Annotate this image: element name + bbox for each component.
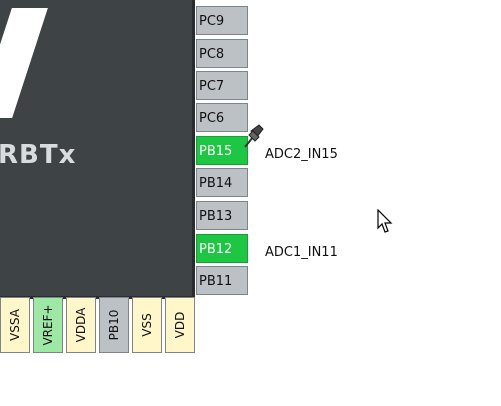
pin-label: PC6 [199,111,225,126]
pin-label: PC7 [199,79,225,94]
pin-label: VSSA [8,309,22,341]
pin-pc9[interactable]: PC9 [196,6,248,35]
pin-pc8[interactable]: PC8 [196,39,248,68]
signal-label-pb15: ADC2_IN15 [265,147,338,162]
pin-pb12[interactable]: PB12 [196,234,248,263]
pin-label: PB12 [199,242,233,257]
pin-label: PC8 [199,47,225,62]
pin-label: PB14 [199,176,233,191]
chip-part-name: RBTx [0,140,77,170]
pin-vref-plus[interactable]: VREF+ [33,297,63,353]
pin-label: PC9 [199,14,225,29]
pin-label: PB10 [107,309,121,341]
pushpin-icon[interactable] [242,122,266,150]
chip-logo-mark [0,8,48,118]
pin-pb15[interactable]: PB15 [196,136,248,165]
pin-vssa[interactable]: VSSA [0,297,30,353]
pin-pb11[interactable]: PB11 [196,266,248,295]
pin-vdd[interactable]: VDD [165,297,195,353]
pin-label: VSS [140,313,154,337]
signal-label-pb12: ADC1_IN11 [265,245,338,260]
pin-label: VDDA [74,307,88,343]
pin-pc7[interactable]: PC7 [196,71,248,100]
pin-pc6[interactable]: PC6 [196,103,248,132]
pin-vdda[interactable]: VDDA [66,297,96,353]
pin-vss[interactable]: VSS [132,297,162,353]
pin-label: VDD [173,311,187,339]
pin-pb14[interactable]: PB14 [196,168,248,197]
pin-pb13[interactable]: PB13 [196,201,248,230]
mouse-cursor-icon [377,209,393,233]
pin-label: VREF+ [41,304,55,346]
mcu-chip-body: RBTx [0,0,195,299]
pin-label: PB11 [199,274,233,289]
pin-label: PB13 [199,209,233,224]
pin-label: PB15 [199,144,233,159]
pin-pb10[interactable]: PB10 [99,297,129,353]
